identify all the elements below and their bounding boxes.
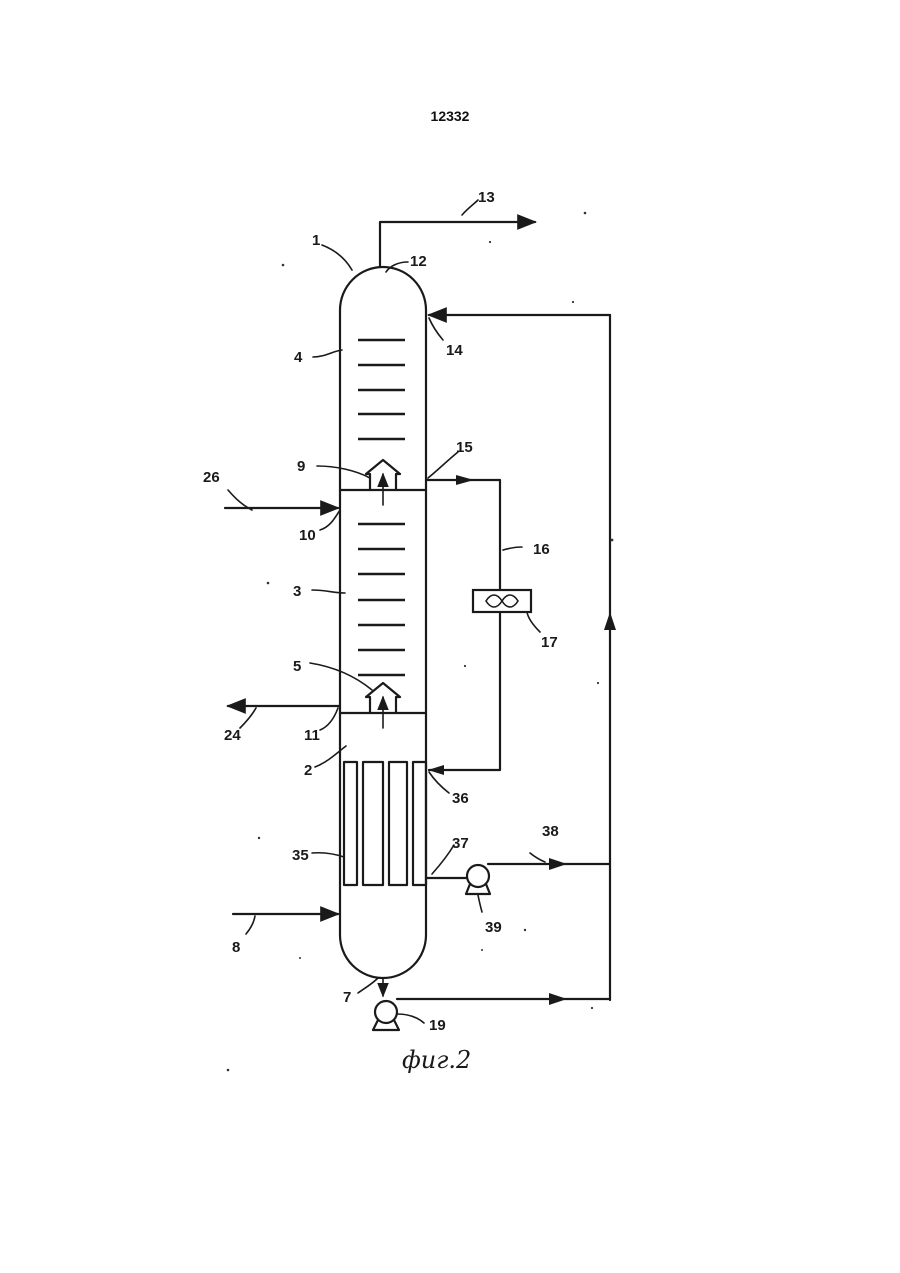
- label-38: 38: [542, 823, 559, 840]
- trays-section-4: [358, 340, 405, 439]
- vapor-line-13: [380, 222, 535, 267]
- label-24: 24: [224, 727, 241, 744]
- label-1: 1: [312, 232, 320, 249]
- heat-exchanger-tubes-35: [344, 762, 426, 885]
- label-19: 19: [429, 1017, 446, 1034]
- label-3: 3: [293, 583, 301, 600]
- line-38-arrow: [549, 858, 567, 870]
- label-37: 37: [452, 835, 469, 852]
- label-10: 10: [299, 527, 316, 544]
- side-draw-line-15: [426, 480, 500, 770]
- trays-section-3: [358, 524, 405, 675]
- label-11: 11: [304, 727, 320, 744]
- label-7: 7: [343, 989, 351, 1006]
- bottom-line-arrow: [549, 993, 567, 1005]
- pump-19: [373, 1001, 399, 1030]
- label-2: 2: [304, 762, 312, 779]
- label-4: 4: [294, 349, 303, 366]
- label-26: 26: [203, 469, 220, 486]
- label-15: 15: [456, 439, 473, 456]
- label-36: 36: [452, 790, 469, 807]
- label-12: 12: [410, 253, 427, 270]
- label-14: 14: [446, 342, 463, 359]
- label-5: 5: [293, 658, 301, 675]
- figure-caption: фиг.2: [402, 1046, 471, 1074]
- label-35: 35: [292, 847, 309, 864]
- cooler-17: [473, 590, 531, 612]
- pump-39: [466, 865, 490, 894]
- label-8: 8: [232, 939, 240, 956]
- label-17: 17: [541, 634, 558, 651]
- label-13: 13: [478, 189, 495, 206]
- label-16: 16: [533, 541, 550, 558]
- label-9: 9: [297, 458, 305, 475]
- label-39: 39: [485, 919, 502, 936]
- side-draw-arrow: [456, 475, 474, 485]
- chimney-tray-9: [366, 460, 400, 505]
- riser-arrow: [604, 612, 616, 630]
